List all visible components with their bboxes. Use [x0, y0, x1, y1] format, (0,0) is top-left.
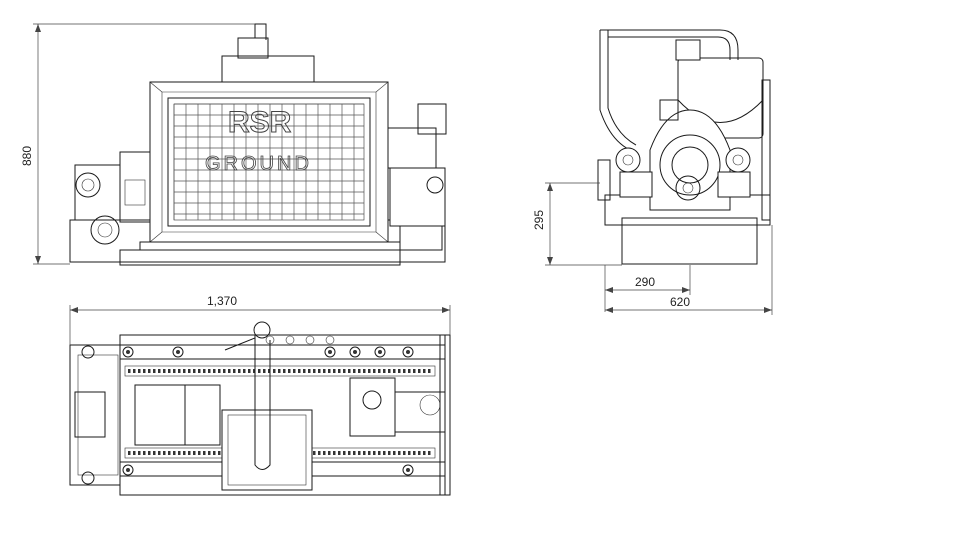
track-upper — [124, 365, 436, 377]
top-view — [69, 321, 451, 496]
dimension-height-side: 295 — [532, 182, 622, 266]
bolt-row — [122, 335, 414, 476]
dim-label-290: 290 — [635, 275, 655, 289]
dim-label-295: 295 — [532, 210, 546, 230]
front-view: RSR GROUND — [69, 23, 447, 266]
dim-label-620: 620 — [670, 295, 690, 309]
dim-label-880: 880 — [20, 146, 34, 166]
dimension-height-front: 880 — [20, 23, 255, 265]
dimension-track-side: 290 — [604, 265, 691, 312]
dimension-width-front: 1,370 — [69, 294, 451, 345]
watermark-brand: RSR — [228, 106, 292, 139]
side-view — [597, 29, 771, 265]
dimension-width-side: 620 — [605, 225, 773, 315]
dim-label-1370: 1,370 — [207, 294, 237, 308]
watermark-sub: GROUND — [205, 153, 312, 175]
cage-grid — [173, 103, 364, 220]
